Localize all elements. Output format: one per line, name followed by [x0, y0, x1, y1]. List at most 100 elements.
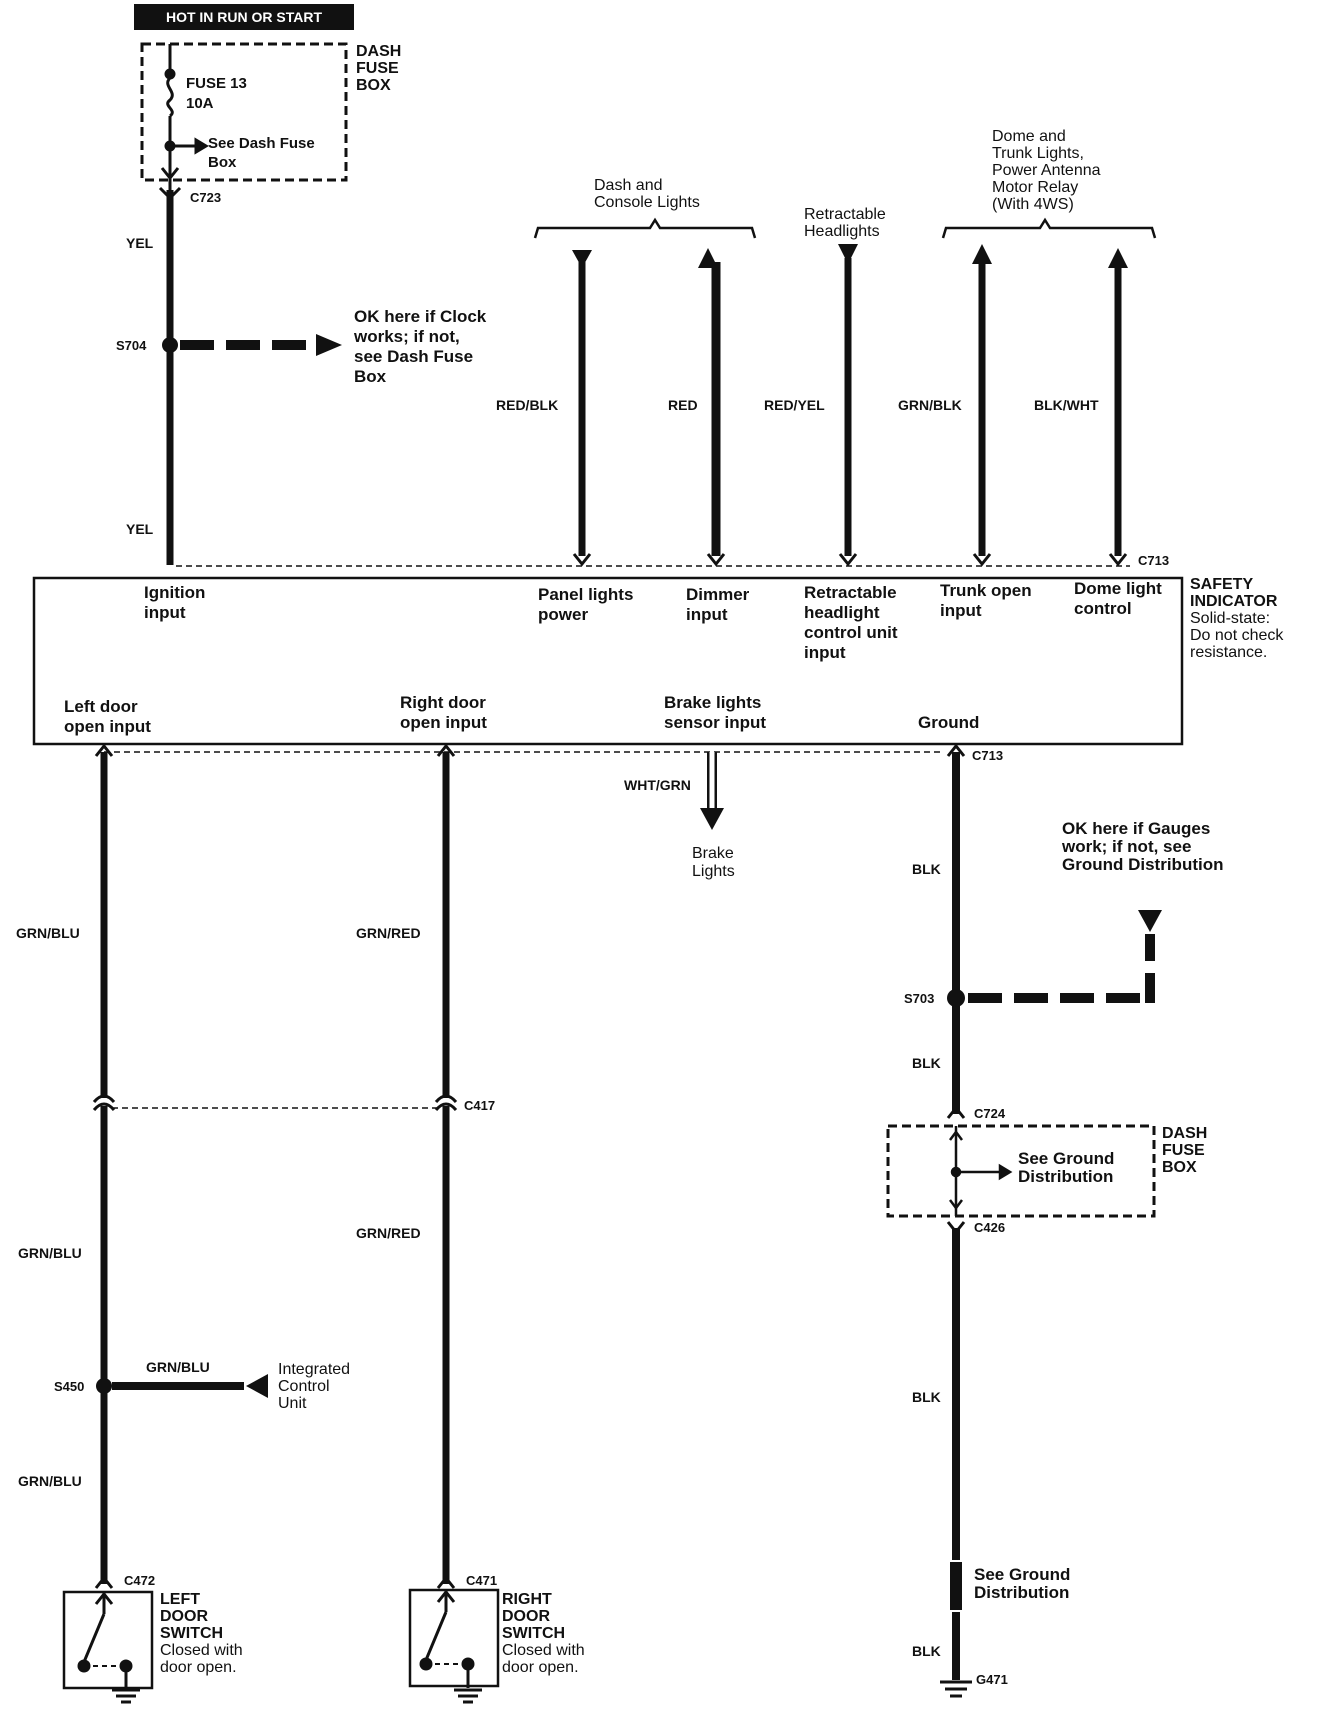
note-brake-lights-2: Lights: [692, 863, 735, 880]
input-ignition-2: input: [144, 603, 186, 622]
input-ground: Ground: [918, 713, 979, 732]
wire-label-wht-grn: WHT/GRN: [624, 777, 691, 793]
note-dash-console-2: Console Lights: [594, 194, 700, 211]
wire-label-red-blk: RED/BLK: [496, 397, 558, 413]
dash-fuse-box-bottom-title-2: FUSE: [1162, 1142, 1205, 1159]
arrow-red-blk-in: [572, 250, 592, 268]
wire-label-yel-1: YEL: [126, 235, 154, 251]
arrow-icu: [246, 1374, 268, 1398]
see-dash-fuse-box-line1: See Dash Fuse: [208, 135, 315, 152]
input-panel-2: power: [538, 605, 588, 624]
note-gauges-3: Ground Distribution: [1062, 855, 1223, 874]
input-panel-1: Panel lights: [538, 585, 633, 604]
dash-fuse-box-bottom-title-1: DASH: [1162, 1125, 1207, 1142]
splice-s450-label: S450: [54, 1379, 84, 1394]
input-retract-4: input: [804, 643, 846, 662]
wire-label-blk-2: BLK: [912, 1055, 941, 1071]
connector-c472: C472: [124, 1573, 155, 1588]
arrow-grn-blk-out: [972, 244, 992, 264]
input-brake-1: Brake lights: [664, 693, 761, 712]
safety-indicator-title-2: INDICATOR: [1190, 593, 1278, 610]
connector-c426: C426: [974, 1220, 1005, 1235]
left-door-switch-contacts: [77, 1591, 140, 1704]
wire-label-red: RED: [668, 397, 698, 413]
fuse-13-rating: 10A: [186, 95, 214, 112]
note-dome-trunk-1: Dome and: [992, 128, 1066, 145]
input-retract-1: Retractable: [804, 583, 897, 602]
dash-fuse-box-top-title-1: DASH: [356, 43, 401, 60]
fuse-13-symbol: [160, 44, 209, 190]
brace-dash-console: [533, 217, 757, 239]
gauges-check-arrow: [1138, 910, 1162, 932]
clock-check-arrow: [316, 334, 342, 356]
input-retract-3: control unit: [804, 623, 898, 642]
note-dome-trunk-4: Motor Relay: [992, 179, 1078, 196]
input-dimmer-2: input: [686, 605, 728, 624]
note-dome-trunk-2: Trunk Lights,: [992, 145, 1084, 162]
splice-s450: [96, 1378, 112, 1394]
dash-fuse-box-bottom-title-3: BOX: [1162, 1159, 1197, 1176]
dash-fuse-box-bottom: [886, 1124, 1156, 1218]
wire-label-grn-red-1: GRN/RED: [356, 925, 421, 941]
safety-indicator-box: [32, 576, 1184, 746]
right-door-switch: [408, 1588, 500, 1688]
brace-dome-trunk: [941, 217, 1157, 239]
arrow-red-yel-in: [838, 244, 858, 264]
fuse-13-label: FUSE 13: [186, 75, 247, 92]
note-icu-3: Unit: [278, 1395, 307, 1412]
wire-label-grn-blu-1: GRN/BLU: [16, 925, 80, 941]
safety-indicator-note-2: Do not check: [1190, 627, 1284, 644]
note-gauges-1: OK here if Gauges: [1062, 819, 1210, 838]
input-dome-1: Dome light: [1074, 579, 1162, 598]
connector-c713-bottom: C713: [972, 748, 1003, 763]
wire-label-grn-blu-3: GRN/BLU: [146, 1359, 210, 1375]
input-brake-2: sensor input: [664, 713, 766, 732]
wire-label-grn-blu-2: GRN/BLU: [18, 1245, 82, 1261]
wire-label-grn-red-2: GRN/RED: [356, 1225, 421, 1241]
input-retract-2: headlight: [804, 603, 880, 622]
right-door-switch-title-2: DOOR: [502, 1608, 550, 1625]
safety-indicator-title-1: SAFETY: [1190, 576, 1253, 593]
input-left-door-2: open input: [64, 717, 151, 736]
left-door-switch-title-1: LEFT: [160, 1591, 200, 1608]
hot-in-run-tag-label: HOT IN RUN OR START: [166, 9, 323, 25]
note-icu-1: Integrated: [278, 1361, 350, 1378]
connector-c724: C724: [974, 1106, 1006, 1121]
note-gauges-2: work; if not, see: [1061, 837, 1191, 856]
note-see-ground-1-line2: Distribution: [1018, 1167, 1113, 1186]
note-clock-1: OK here if Clock: [354, 307, 487, 326]
wire-label-red-yel: RED/YEL: [764, 397, 825, 413]
note-retractable-1: Retractable: [804, 206, 886, 223]
input-ignition-1: Ignition: [144, 583, 205, 602]
dash-fuse-box-top-title-3: BOX: [356, 77, 391, 94]
note-dome-trunk-5: (With 4WS): [992, 196, 1074, 213]
left-door-switch-note-1: Closed with: [160, 1642, 243, 1659]
connector-c713-top: C713: [1138, 553, 1169, 568]
ground-g471: G471: [976, 1672, 1008, 1687]
right-door-switch-contacts: [419, 1589, 482, 1704]
ground-distribution-marker: [950, 1562, 962, 1610]
wire-label-yel-2: YEL: [126, 521, 154, 537]
safety-indicator-note-3: resistance.: [1190, 644, 1267, 661]
left-door-switch-title-2: DOOR: [160, 1608, 208, 1625]
see-dash-fuse-box-line2: Box: [208, 154, 237, 171]
hot-in-run-tag: [134, 4, 354, 30]
note-dome-trunk-3: Power Antenna: [992, 162, 1101, 179]
wire-label-blk-3: BLK: [912, 1389, 941, 1405]
note-clock-3: see Dash Fuse: [354, 347, 473, 366]
ground-g471-icon: [940, 1680, 972, 1698]
note-dash-console-1: Dash and: [594, 177, 663, 194]
input-dome-2: control: [1074, 599, 1132, 618]
splice-s704-label: S704: [116, 338, 147, 353]
wire-label-blk-1: BLK: [912, 861, 941, 877]
right-door-switch-note-1: Closed with: [502, 1642, 585, 1659]
dash-fuse-box-top-title-2: FUSE: [356, 60, 399, 77]
connector-c723: C723: [190, 190, 221, 205]
input-dimmer-1: Dimmer: [686, 585, 750, 604]
right-door-switch-title-1: RIGHT: [502, 1591, 552, 1608]
note-see-ground-2-line1: See Ground: [974, 1565, 1070, 1584]
note-see-ground-1-line1: See Ground: [1018, 1149, 1114, 1168]
splice-s703-label: S703: [904, 991, 934, 1006]
splice-s704: [162, 337, 178, 353]
left-door-switch: [62, 1590, 154, 1690]
